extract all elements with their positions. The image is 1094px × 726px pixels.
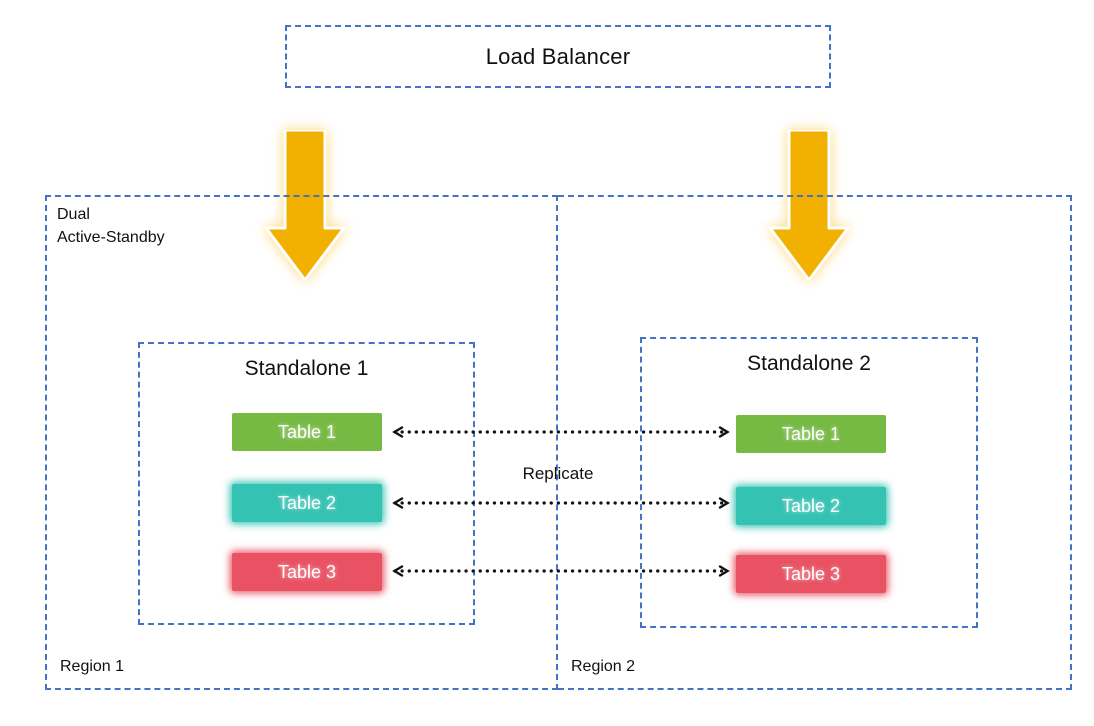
down-arrow-icon xyxy=(768,130,850,280)
table-chip: Table 3 xyxy=(736,555,886,593)
region-2-box: Region 2 xyxy=(558,195,1072,690)
region-1-label: Region 1 xyxy=(60,658,125,675)
load-balancer-box: Load Balancer xyxy=(285,25,831,88)
dual-active-standby-line1: Dual xyxy=(57,206,90,223)
standalone-2-title: Standalone 2 xyxy=(747,352,871,375)
replicate-arrows-icon xyxy=(392,426,730,577)
dual-active-standby-line2: Active-Standby xyxy=(57,229,165,246)
standalone-2-box: Standalone 2 Table 1 Table 2 Table 3 xyxy=(640,337,978,628)
dual-active-standby-label: Dual Active-Standby xyxy=(57,203,165,249)
down-arrow-shape xyxy=(264,130,346,280)
region-1-box: Dual Active-Standby Region 1 xyxy=(45,195,558,690)
table-chip: Table 3 xyxy=(232,553,382,591)
table-chip: Table 1 xyxy=(736,415,886,453)
standalone-1-box: Standalone 1 Table 1 Table 2 Table 3 xyxy=(138,342,475,625)
region-2-label: Region 2 xyxy=(571,658,636,675)
table-chip: Table 1 xyxy=(232,413,382,451)
down-arrow-shape xyxy=(768,130,850,280)
table-chip: Table 2 xyxy=(232,484,382,522)
table-chip: Table 2 xyxy=(736,487,886,525)
replicate-label: Replicate xyxy=(522,464,594,483)
load-balancer-label: Load Balancer xyxy=(485,43,631,69)
standalone-1-title: Standalone 1 xyxy=(244,357,369,380)
down-arrow-icon xyxy=(264,130,346,280)
